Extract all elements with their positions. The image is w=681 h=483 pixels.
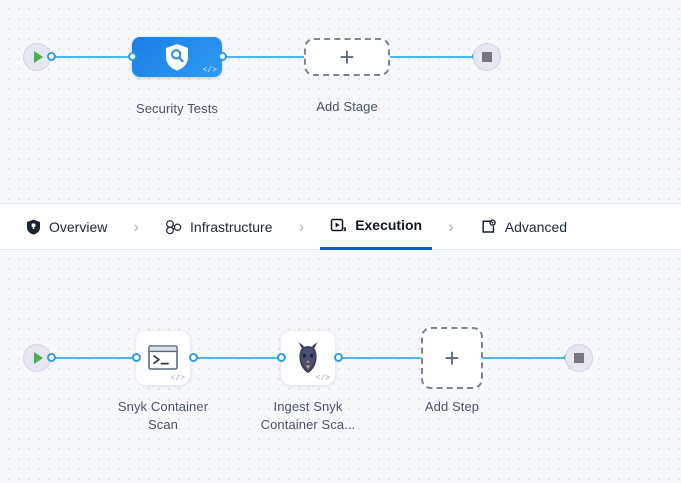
step1-label-line2: Scan [147,417,179,432]
step1-output-port[interactable] [189,353,198,362]
chevron-right-icon-1: › [133,216,140,236]
step-node-ingest-snyk-container-scan[interactable]: </> [281,331,335,385]
add-stage-button[interactable]: + [304,38,390,76]
nodes-cluster-icon [165,219,182,235]
execution-start-node[interactable] [23,344,51,372]
connector-step1-to-step2 [193,357,283,359]
code-badge: </> [170,374,185,383]
code-badge: </> [315,374,330,383]
tab-overview-label: Overview [49,218,108,235]
execution-end-node[interactable] [565,344,593,372]
connector-start-to-step1 [50,357,138,359]
execution-steps-canvas[interactable]: </> Snyk Container Scan </> Ingest Snyk … [0,250,681,483]
pipeline-start-node[interactable] [23,43,51,71]
stop-icon [574,353,584,363]
datadog-dog-icon [298,342,318,373]
connector-addstep-to-end [482,357,570,359]
box-gear-icon [480,218,497,235]
tab-execution-label: Execution [355,217,423,233]
connector-start-to-stage [50,56,138,58]
play-icon [34,51,43,63]
terminal-icon [148,345,178,370]
start-output-port[interactable] [47,52,56,61]
stage-output-port[interactable] [218,52,227,61]
plus-icon: + [339,42,355,72]
connector-addstage-to-end [390,56,478,58]
pipeline-end-node[interactable] [473,43,501,71]
connector-step2-to-addstep [338,357,426,359]
stage-node-label: Security Tests [135,101,219,116]
tab-overview[interactable]: Overview [16,204,117,250]
step2-input-port[interactable] [277,353,286,362]
step1-input-port[interactable] [132,353,141,362]
stage-input-port[interactable] [128,52,137,61]
stage-node-security-tests[interactable]: </> [132,37,222,77]
play-box-icon [330,217,347,233]
stop-icon [482,52,492,62]
connector-stage-to-addstage [214,56,306,58]
tab-execution[interactable]: Execution [320,204,433,250]
step2-label-line2: Container Sca... [260,417,356,432]
add-stage-label: Add Stage [316,99,378,114]
step1-label-line1: Snyk Container [117,399,209,414]
chevron-right-icon-2: › [298,216,305,236]
chevron-right-icon-3: › [448,216,454,236]
stage-canvas[interactable]: </> Security Tests + Add Stage [0,0,681,203]
add-step-button[interactable]: + [421,327,483,389]
tab-advanced-label: Advanced [504,218,568,235]
execution-start-output-port[interactable] [47,353,56,362]
step-node-snyk-container-scan[interactable]: </> [136,331,190,385]
tab-advanced[interactable]: Advanced [470,204,577,250]
code-badge: </> [202,66,217,75]
plus-icon: + [444,343,460,373]
tab-infrastructure-label: Infrastructure [190,218,273,235]
step2-output-port[interactable] [334,353,343,362]
step2-label: Ingest Snyk Container Sca... [238,398,378,434]
shield-icon [26,219,41,235]
step1-label: Snyk Container Scan [93,398,233,434]
step2-label-line1: Ingest Snyk [273,399,343,414]
tab-infrastructure[interactable]: Infrastructure [155,204,282,250]
add-step-label: Add Step [424,399,480,414]
play-icon [34,352,43,364]
pipeline-tab-bar: Overview › Infrastructure › Execution › [0,203,681,250]
shield-search-icon [166,44,188,71]
